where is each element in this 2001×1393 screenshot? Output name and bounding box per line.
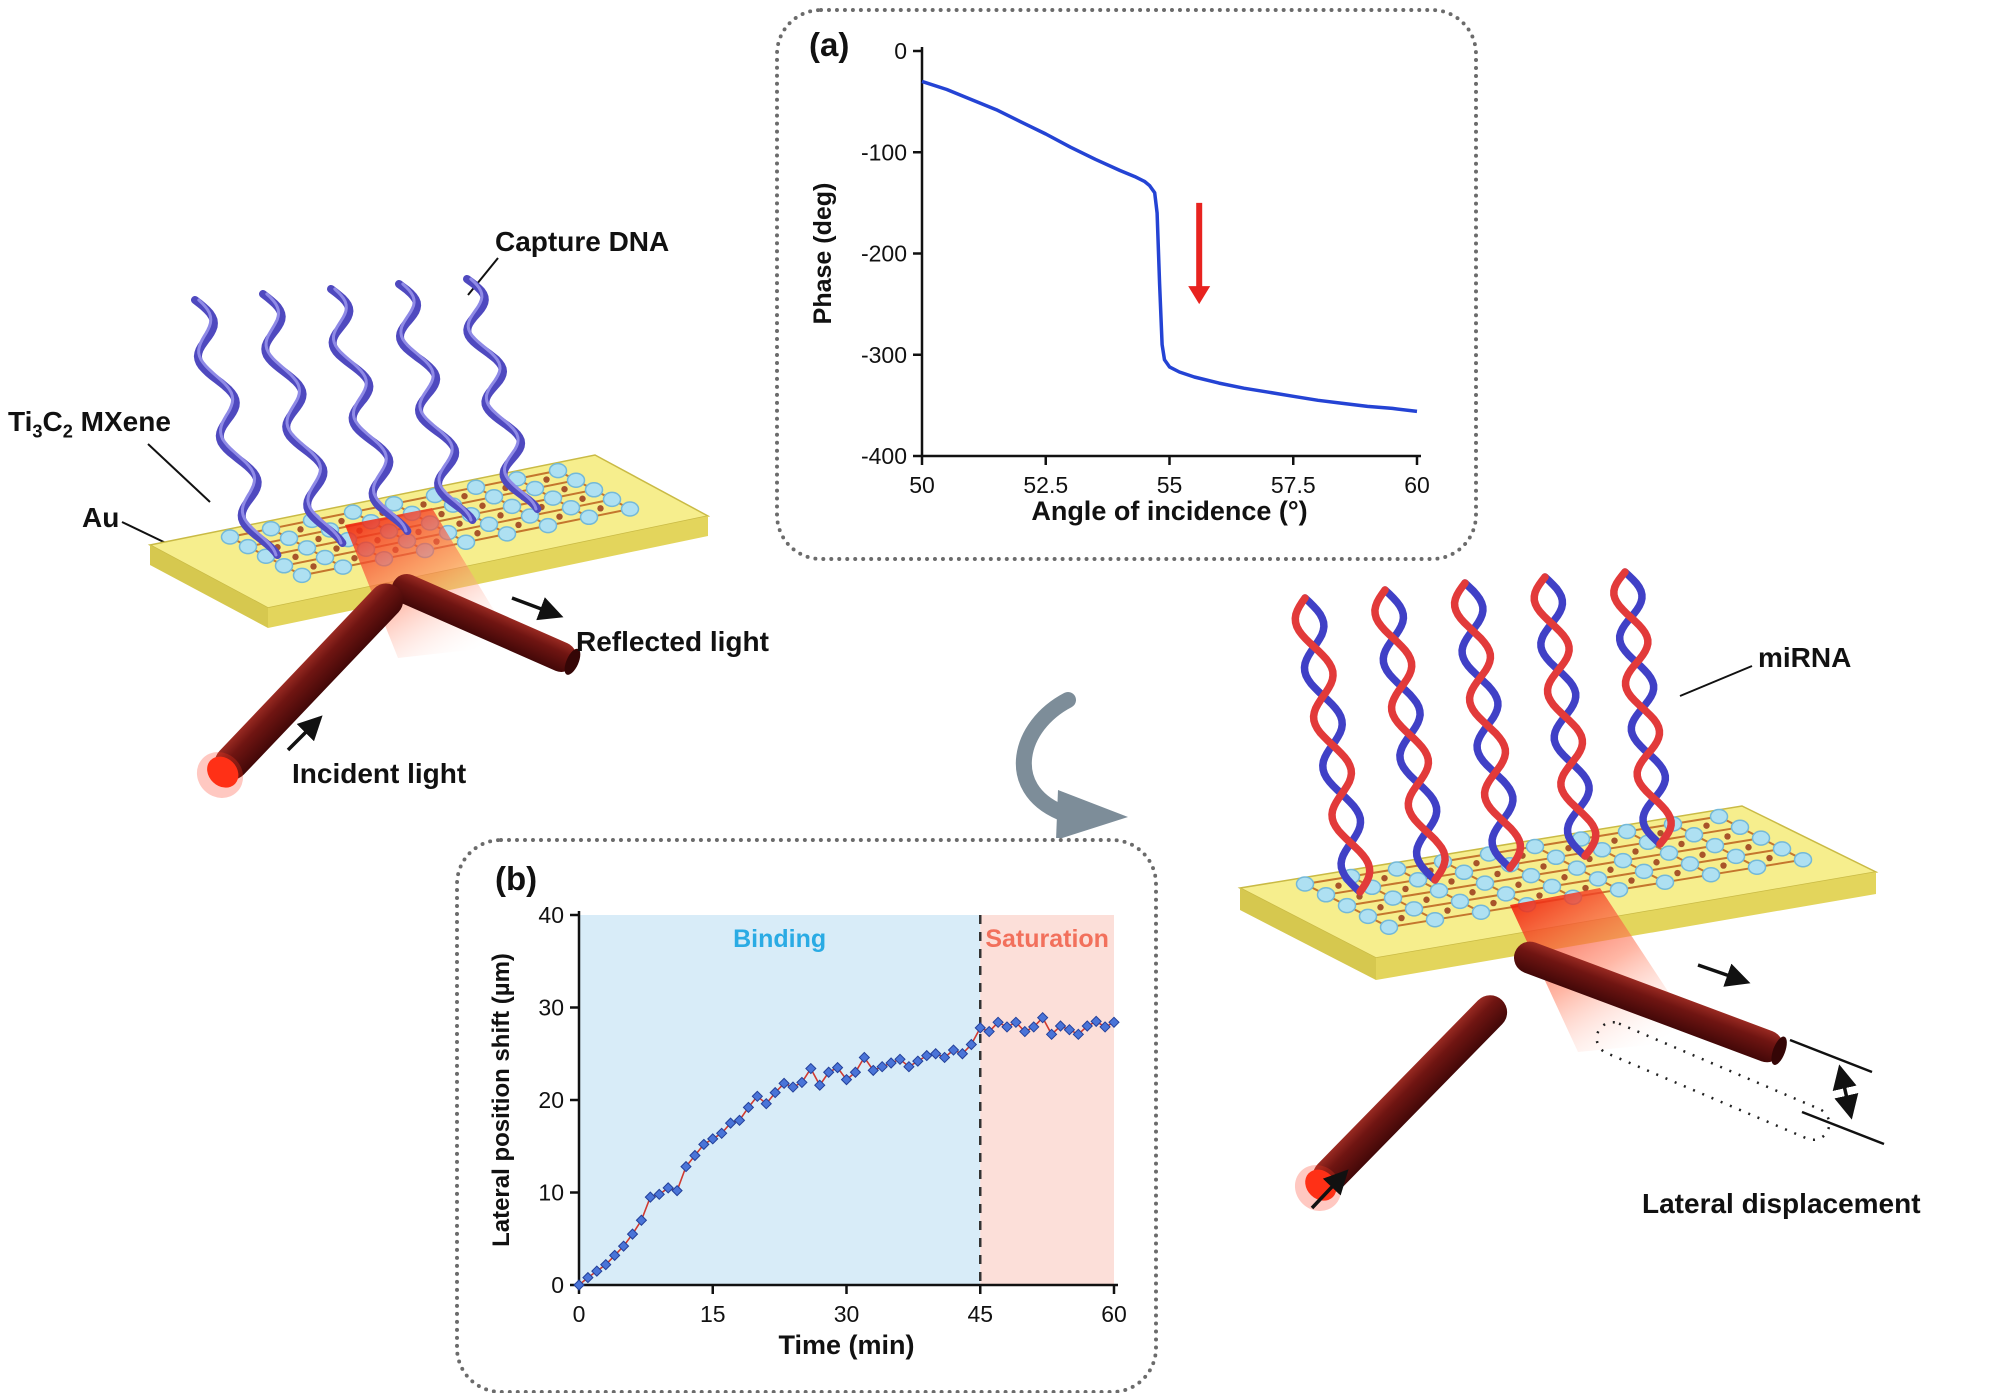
reflected-light-arrow (511, 596, 564, 621)
mxene-label-sub: 2 (62, 421, 73, 442)
reflected-beam (391, 574, 581, 675)
transition-arrow (1015, 692, 1128, 840)
svg-text:0: 0 (551, 1272, 564, 1298)
reflected-beam-right (1513, 941, 1787, 1065)
mxene-label-part: MXene (72, 406, 171, 437)
mxene-lattice-right (1295, 808, 1813, 935)
incident-light-arrow (286, 715, 323, 752)
capture-dna-label: Capture DNA (495, 226, 670, 257)
svg-text:Binding: Binding (733, 925, 826, 953)
svg-text:-200: -200 (861, 241, 907, 267)
svg-text:55: 55 (1157, 472, 1183, 498)
left-sensor-illustration (121, 257, 711, 798)
svg-text:20: 20 (538, 1087, 564, 1113)
svg-text:-100: -100 (861, 139, 907, 165)
svg-text:60: 60 (1404, 472, 1430, 498)
svg-text:0: 0 (573, 1301, 586, 1327)
incident-beam (196, 583, 404, 798)
svg-text:0: 0 (894, 38, 907, 64)
svg-text:15: 15 (700, 1301, 726, 1327)
svg-text:-300: -300 (861, 342, 907, 368)
mxene-label-part: C (42, 406, 63, 437)
lateral-displacement-label: Lateral displacement (1642, 1188, 1921, 1219)
au-label: Au (82, 502, 120, 533)
svg-text:40: 40 (538, 902, 564, 928)
svg-text:60: 60 (1101, 1301, 1127, 1327)
svg-text:30: 30 (538, 995, 564, 1021)
reflected-light-arrow-right (1697, 963, 1751, 987)
reflected-light-label: Reflected light (576, 626, 769, 657)
svg-text:Phase (deg): Phase (deg) (809, 183, 837, 325)
svg-text:57.5: 57.5 (1271, 472, 1316, 498)
lateral-displacement-indicator (1789, 1038, 1885, 1146)
svg-text:50: 50 (909, 472, 935, 498)
capture-dna-helices (191, 275, 542, 559)
incident-beam-right (1294, 995, 1508, 1212)
mxene-pointer-line (147, 443, 211, 503)
incident-light-label: Incident light (292, 758, 467, 789)
svg-text:52.5: 52.5 (1023, 472, 1068, 498)
svg-text:Lateral position shift (µm): Lateral position shift (µm) (488, 953, 515, 1247)
capture-dna-pointer-line (467, 257, 499, 296)
mirna-helices (1291, 568, 1675, 896)
svg-text:-400: -400 (861, 443, 907, 469)
svg-text:45: 45 (967, 1301, 993, 1327)
panel-b: (b) Binding Saturation 0 10 20 30 40 0 15 30 45 60 L… (455, 838, 1158, 1393)
mirna-label: miRNA (1758, 642, 1852, 673)
mirna-pointer-line (1679, 665, 1753, 697)
kinetics-chart: Binding Saturation 0 10 20 30 40 0 15 30 45 60 Later… (488, 902, 1127, 1360)
svg-text:Angle of incidence (°): Angle of incidence (°) (1031, 496, 1307, 526)
right-sensor-illustration (1237, 568, 1885, 1212)
au-pointer-line (121, 521, 171, 546)
svg-text:Saturation: Saturation (985, 925, 1109, 953)
displaced-beam-outline (1595, 1021, 1831, 1142)
mxene-label-part: Ti (8, 406, 33, 437)
incident-light-arrow-right (1310, 1169, 1349, 1210)
svg-text:10: 10 (538, 1180, 564, 1206)
svg-text:Time (min): Time (min) (778, 1330, 914, 1360)
svg-text:30: 30 (834, 1301, 860, 1327)
panel-b-label: (b) (495, 860, 538, 897)
panel-a-label: (a) (809, 26, 850, 63)
mxene-label-sub: 3 (32, 421, 43, 442)
mxene-label: Ti3C2 MXene (8, 406, 171, 443)
